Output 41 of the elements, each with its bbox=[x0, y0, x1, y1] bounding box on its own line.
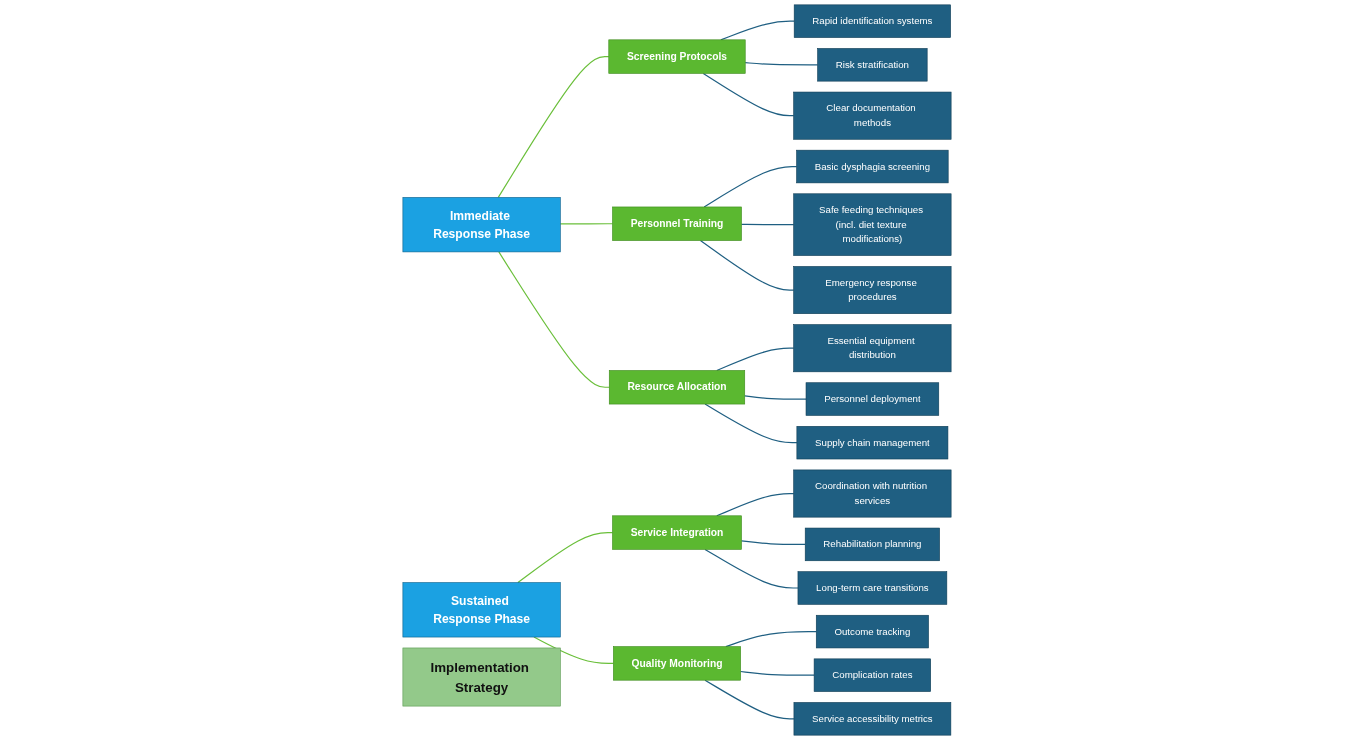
node-box: Resource Allocation bbox=[608, 370, 746, 405]
node-box: Immediate Response Phase bbox=[402, 197, 561, 253]
connector bbox=[703, 165, 798, 208]
connector bbox=[716, 492, 795, 517]
node-box: Sustained Response Phase bbox=[402, 582, 561, 638]
connector bbox=[704, 679, 795, 720]
node-box: Personnel deployment bbox=[805, 382, 940, 416]
node-box: Outcome tracking bbox=[815, 614, 929, 649]
connector bbox=[740, 540, 806, 545]
connector bbox=[704, 403, 798, 444]
node-box: Rehabilitation planning bbox=[804, 527, 940, 562]
node-box: Screening Protocols bbox=[608, 39, 746, 74]
node-box: Complication rates bbox=[813, 658, 931, 692]
connector bbox=[744, 62, 819, 66]
node-box: Implementation Strategy bbox=[402, 647, 561, 707]
node-box: Quality Monitoring bbox=[613, 646, 741, 681]
connector bbox=[744, 395, 807, 400]
connector bbox=[702, 72, 795, 117]
node-box: Service Integration bbox=[612, 515, 742, 550]
connector bbox=[517, 532, 614, 584]
node-box: Clear documentation methods bbox=[793, 91, 952, 140]
node-box: Service accessibility metrics bbox=[793, 702, 952, 736]
connector bbox=[699, 239, 795, 291]
connector bbox=[559, 223, 614, 225]
node-box: Safe feeding techniques (incl. diet texture modifications) bbox=[793, 193, 952, 256]
connector bbox=[533, 636, 614, 664]
node-box: Emergency response procedures bbox=[793, 266, 952, 314]
connector bbox=[716, 347, 795, 372]
node-box: Rapid identification systems bbox=[793, 4, 951, 38]
connector bbox=[498, 251, 610, 388]
node-box: Essential equipment distribution bbox=[793, 324, 952, 373]
node-box: Coordination with nutrition services bbox=[793, 469, 952, 518]
node-box: Basic dysphagia screening bbox=[796, 149, 949, 184]
node-box: Supply chain management bbox=[796, 426, 949, 460]
node-box: Risk stratification bbox=[817, 48, 928, 82]
connector bbox=[497, 56, 610, 198]
connector bbox=[704, 548, 799, 589]
node-box: Personnel Training bbox=[612, 206, 742, 241]
connector bbox=[740, 223, 795, 226]
connector bbox=[740, 670, 815, 676]
node-box: Long-term care transitions bbox=[797, 571, 948, 605]
